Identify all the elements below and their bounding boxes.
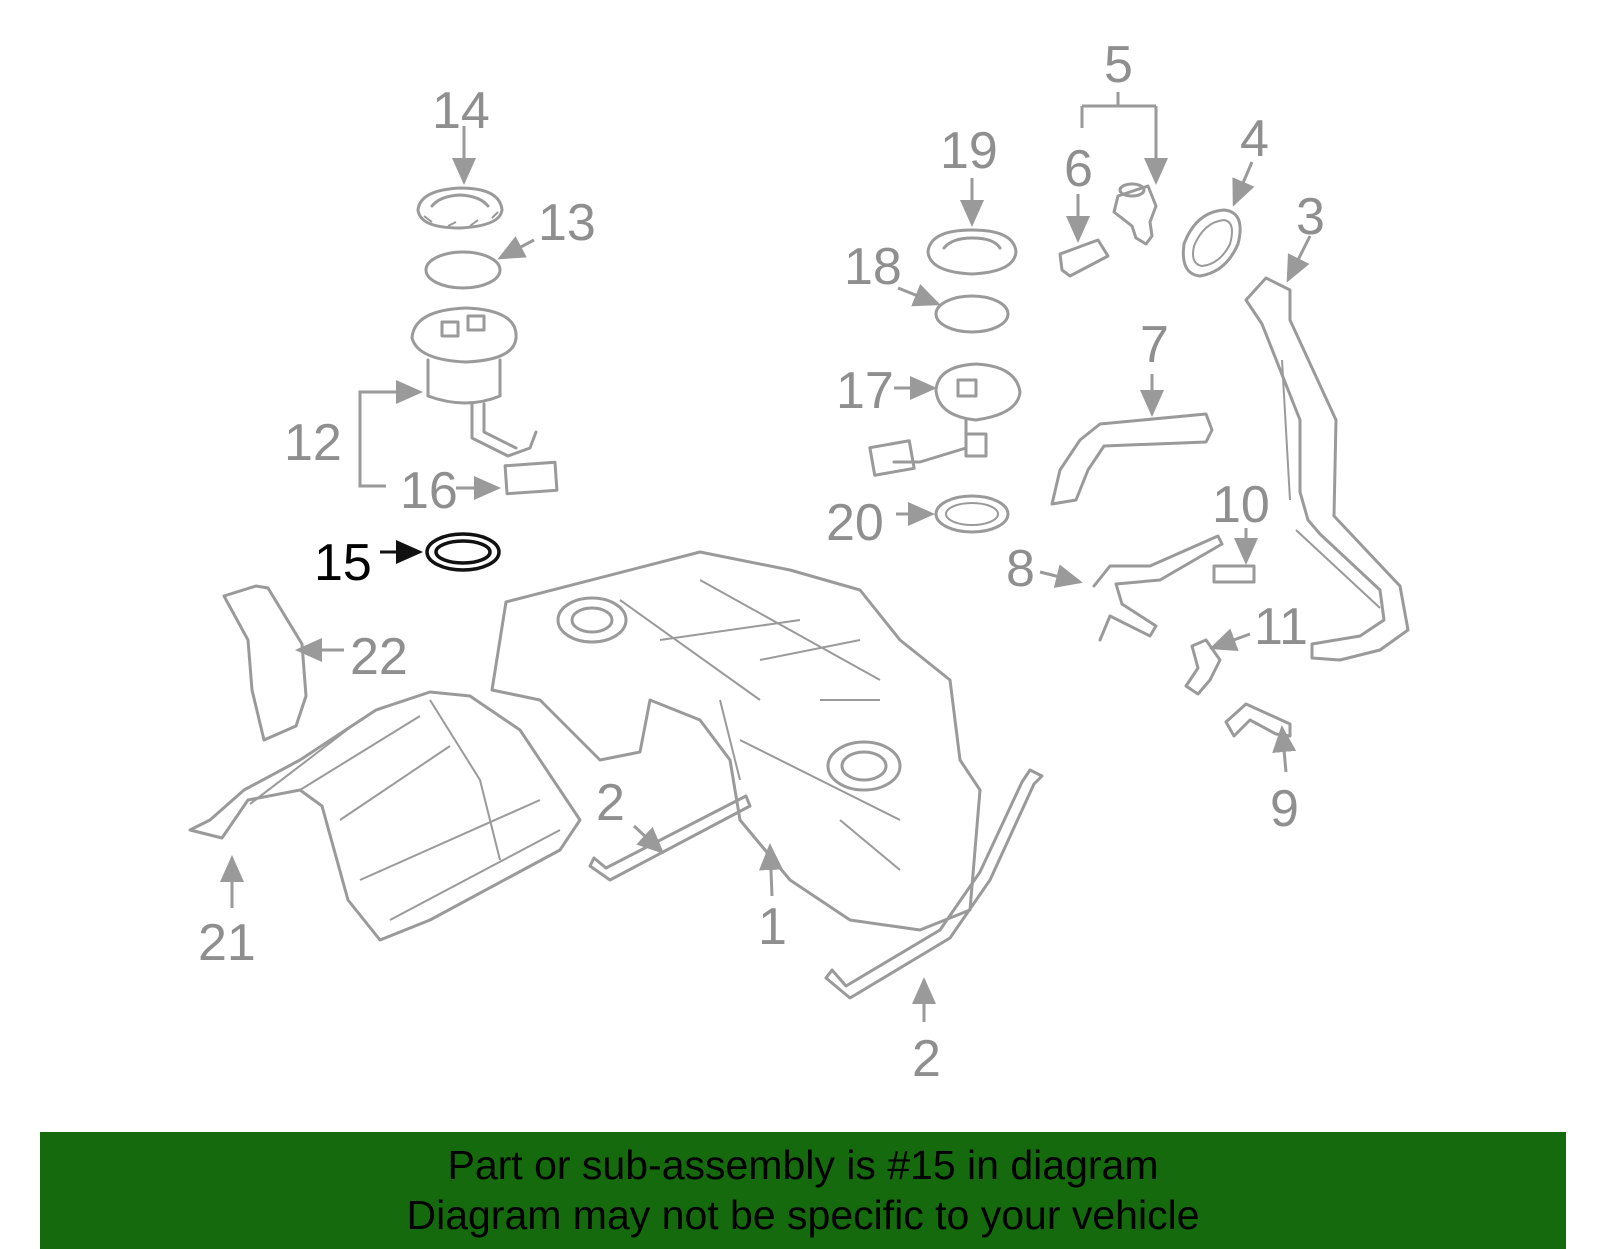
callout-2-left: 2 — [596, 774, 625, 832]
banner-line-part: Part or sub-assembly is #15 in diagram — [447, 1142, 1159, 1188]
info-banner: Part or sub-assembly is #15 in diagram D… — [40, 1132, 1566, 1249]
callout-11: 11 — [1254, 598, 1308, 656]
callout-18: 18 — [844, 238, 902, 296]
part-14-lock-ring — [416, 186, 504, 230]
callout-4: 4 — [1240, 110, 1269, 168]
part-4-ring — [1181, 208, 1242, 278]
callout-13: 13 — [538, 194, 596, 252]
part-2-strap-right — [824, 768, 1044, 1000]
callout-15: 15 — [314, 534, 372, 592]
parts-diagram: 1 2 2 3 4 5 6 7 8 9 10 11 12 13 14 15 16… — [188, 36, 1410, 1088]
callout-1: 1 — [758, 898, 787, 956]
part-22-bracket — [222, 584, 308, 742]
part-6-clip — [1058, 238, 1110, 278]
callout-17: 17 — [836, 362, 894, 420]
callout-20: 20 — [826, 494, 884, 552]
callout-22: 22 — [350, 628, 408, 686]
part-11-hose — [1184, 638, 1222, 696]
leader-arrows — [220, 92, 1312, 1022]
part-18-o-ring — [934, 294, 1010, 334]
part-17-sub-sender — [868, 362, 1022, 477]
part-5-valve — [1112, 182, 1158, 246]
part-3-filler-neck — [1244, 276, 1410, 662]
callout-21: 21 — [198, 914, 256, 972]
callout-3: 3 — [1296, 188, 1325, 246]
callout-2-right: 2 — [912, 1030, 941, 1088]
part-13-o-ring — [424, 250, 502, 290]
part-16-sender — [503, 460, 559, 496]
callout-16: 16 — [400, 462, 458, 520]
callout-8: 8 — [1006, 540, 1035, 598]
part-2-strap-left — [588, 794, 752, 882]
callout-5: 5 — [1104, 36, 1133, 94]
part-15-gasket — [425, 532, 501, 572]
part-19-lock-ring — [926, 228, 1018, 276]
callout-10: 10 — [1212, 476, 1270, 534]
part-21-heat-insulator — [188, 690, 582, 942]
part-9-hose — [1224, 702, 1292, 738]
part-10-clamp — [1212, 564, 1256, 584]
callout-14: 14 — [432, 82, 490, 140]
callout-19: 19 — [940, 122, 998, 180]
callout-9: 9 — [1270, 780, 1299, 838]
callout-7: 7 — [1140, 316, 1169, 374]
part-1-fuel-tank — [490, 550, 982, 932]
part-12-fuel-pump — [410, 306, 538, 458]
callout-12: 12 — [284, 414, 342, 472]
part-7-hose — [1050, 412, 1214, 506]
part-20-gasket — [934, 494, 1010, 534]
part-8-tube — [1092, 534, 1224, 642]
callout-6: 6 — [1064, 140, 1093, 198]
banner-line-disclaimer: Diagram may not be specific to your vehi… — [406, 1192, 1200, 1238]
